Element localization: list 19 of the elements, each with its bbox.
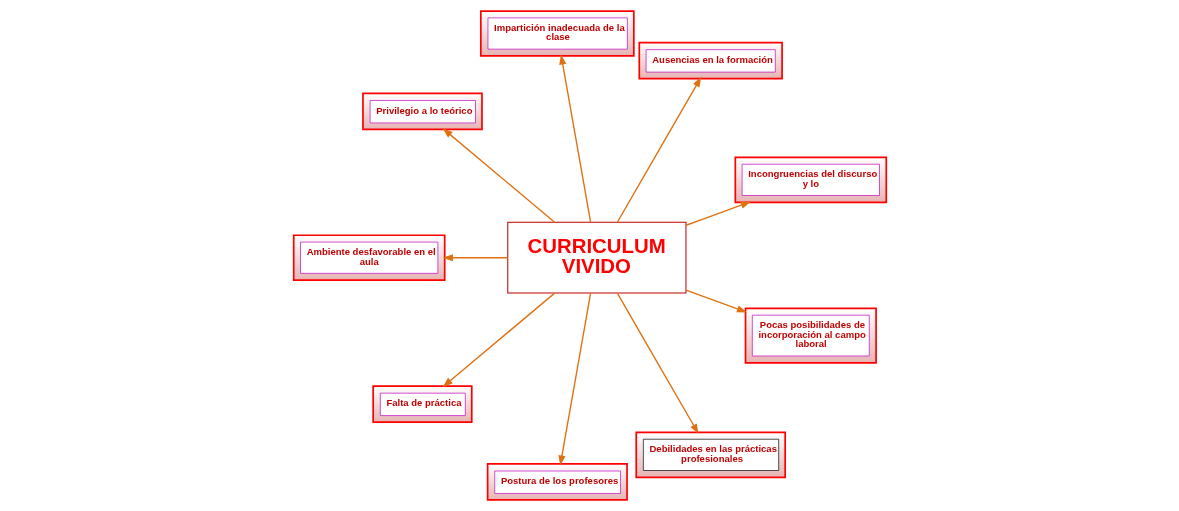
node-box: Incongruencias del discurso y lo xyxy=(733,156,887,204)
arrow xyxy=(616,292,699,435)
arrow xyxy=(557,292,591,466)
node-box: Postura de los profesores xyxy=(486,463,628,501)
arrow xyxy=(684,289,747,313)
arrow xyxy=(442,128,555,223)
node-box: Impartición inadecuada de la clase xyxy=(479,10,635,57)
node-box: Ausencias en la formación xyxy=(637,41,783,80)
node-box: Falta de práctica xyxy=(371,385,473,423)
node-box: Pocas posibilidades de incorporación al campo laboral xyxy=(744,307,877,364)
node-box: Privilegio a lo teórico xyxy=(361,92,483,131)
arrow xyxy=(442,254,508,262)
node-box: Debilidades en las prácticas profesionales xyxy=(634,431,786,479)
arrow xyxy=(616,76,701,223)
arrow xyxy=(558,54,591,223)
node-box: CURRICULUM VIVIDO xyxy=(506,221,686,294)
arrow xyxy=(442,292,555,388)
arrow xyxy=(684,201,751,226)
node-box: Ambiente desfavorable en el aula xyxy=(292,234,446,281)
